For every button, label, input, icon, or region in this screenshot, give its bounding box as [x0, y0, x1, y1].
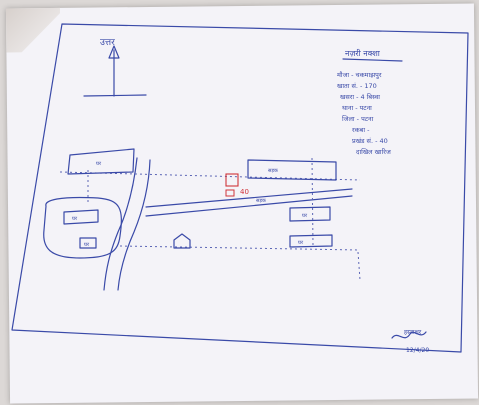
signature-mark — [391, 331, 427, 339]
signature-name: हस्ताक्षर — [404, 329, 422, 336]
plot-marker-label: 40 — [240, 188, 249, 196]
building-left-small — [79, 237, 97, 249]
legend-line-7: प्रखंड सं. - 40 — [352, 137, 388, 145]
river-right-bank — [117, 159, 151, 291]
plot-marker-box — [225, 173, 239, 187]
legend-line-6: रकबा - — [352, 126, 370, 134]
north-arrow-icon — [83, 45, 147, 97]
legend-line-8: दाखिल खारिज — [356, 148, 391, 156]
boundary-line-right — [357, 251, 361, 281]
road-label: सड़क — [256, 198, 266, 204]
building-right-mid-label: घर — [302, 213, 308, 219]
map-border — [11, 23, 469, 353]
boundary-line-vertical — [311, 157, 314, 247]
building-right-top — [247, 159, 337, 181]
building-right-mid — [289, 206, 331, 222]
building-left-small-label: घर — [84, 242, 90, 248]
legend-line-5: जिला - पटना — [342, 115, 374, 123]
legend-title: नज़री नक्शा — [345, 48, 381, 58]
building-left-box — [63, 209, 99, 225]
building-left-box-label: घर — [72, 216, 78, 222]
building-right-bottom-label: घर — [298, 240, 304, 246]
legend-line-2: खाता सं. - 170 — [337, 82, 377, 90]
boundary-line-bottom — [119, 245, 361, 251]
plot-marker-small — [225, 189, 235, 197]
house-icon — [173, 233, 191, 249]
building-right-bottom — [289, 234, 333, 248]
legend-line-4: थाना - पटना — [342, 104, 372, 112]
signature-date: 12/4/20 — [406, 347, 429, 354]
building-right-top-label: सड़क — [268, 168, 278, 174]
building-top-left-label: घर — [96, 161, 102, 167]
building-top-left — [67, 148, 135, 175]
legend-line-3: खसरा - 4 बिस्वा — [340, 93, 380, 101]
legend-line-1: मौजा - चकमाझपुर — [337, 71, 382, 79]
main-road-top-edge — [145, 188, 353, 208]
boundary-line-top — [59, 171, 361, 181]
river-left-bank — [103, 157, 138, 291]
north-label: उत्तर — [100, 38, 115, 48]
left-compound — [43, 196, 122, 259]
main-road-bottom-edge — [145, 195, 353, 217]
legend-block — [342, 58, 403, 62]
